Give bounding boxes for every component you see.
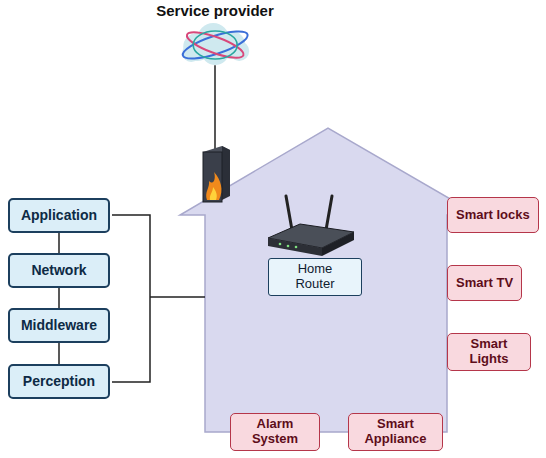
node-label: Service provider	[154, 2, 276, 19]
device-box: Smart Appliance	[348, 413, 443, 451]
layer-bracket	[112, 215, 205, 382]
node-label: Alarm System	[239, 417, 311, 447]
cloud-icon	[175, 19, 255, 65]
node-label: Smart Appliance	[357, 417, 434, 447]
router-icon	[268, 196, 354, 256]
house-outline	[180, 128, 478, 432]
connector	[58, 343, 60, 364]
cloud-node: Service provider	[154, 2, 276, 65]
device-box: Smart Lights	[447, 333, 531, 371]
node-label: Network	[31, 262, 86, 278]
node-label: Smart locks	[456, 208, 530, 223]
layer-box: Network	[8, 253, 110, 288]
firewall-icon	[203, 146, 230, 202]
node-label: Smart Lights	[456, 337, 522, 367]
device-box: Alarm System	[230, 413, 320, 451]
node-label: Application	[21, 207, 97, 223]
node-label: Perception	[23, 373, 95, 389]
node-label: Smart TV	[456, 276, 513, 291]
connector	[58, 233, 60, 253]
layer-box: Middleware	[8, 308, 110, 343]
layer-box: Application	[8, 198, 110, 233]
router-box: Home Router	[268, 258, 362, 296]
layer-box: Perception	[8, 364, 110, 399]
node-label: Middleware	[21, 317, 97, 333]
device-box: Smart TV	[447, 265, 522, 301]
connector	[58, 288, 60, 308]
node-label: Home Router	[281, 262, 349, 292]
device-box: Smart locks	[447, 197, 539, 233]
